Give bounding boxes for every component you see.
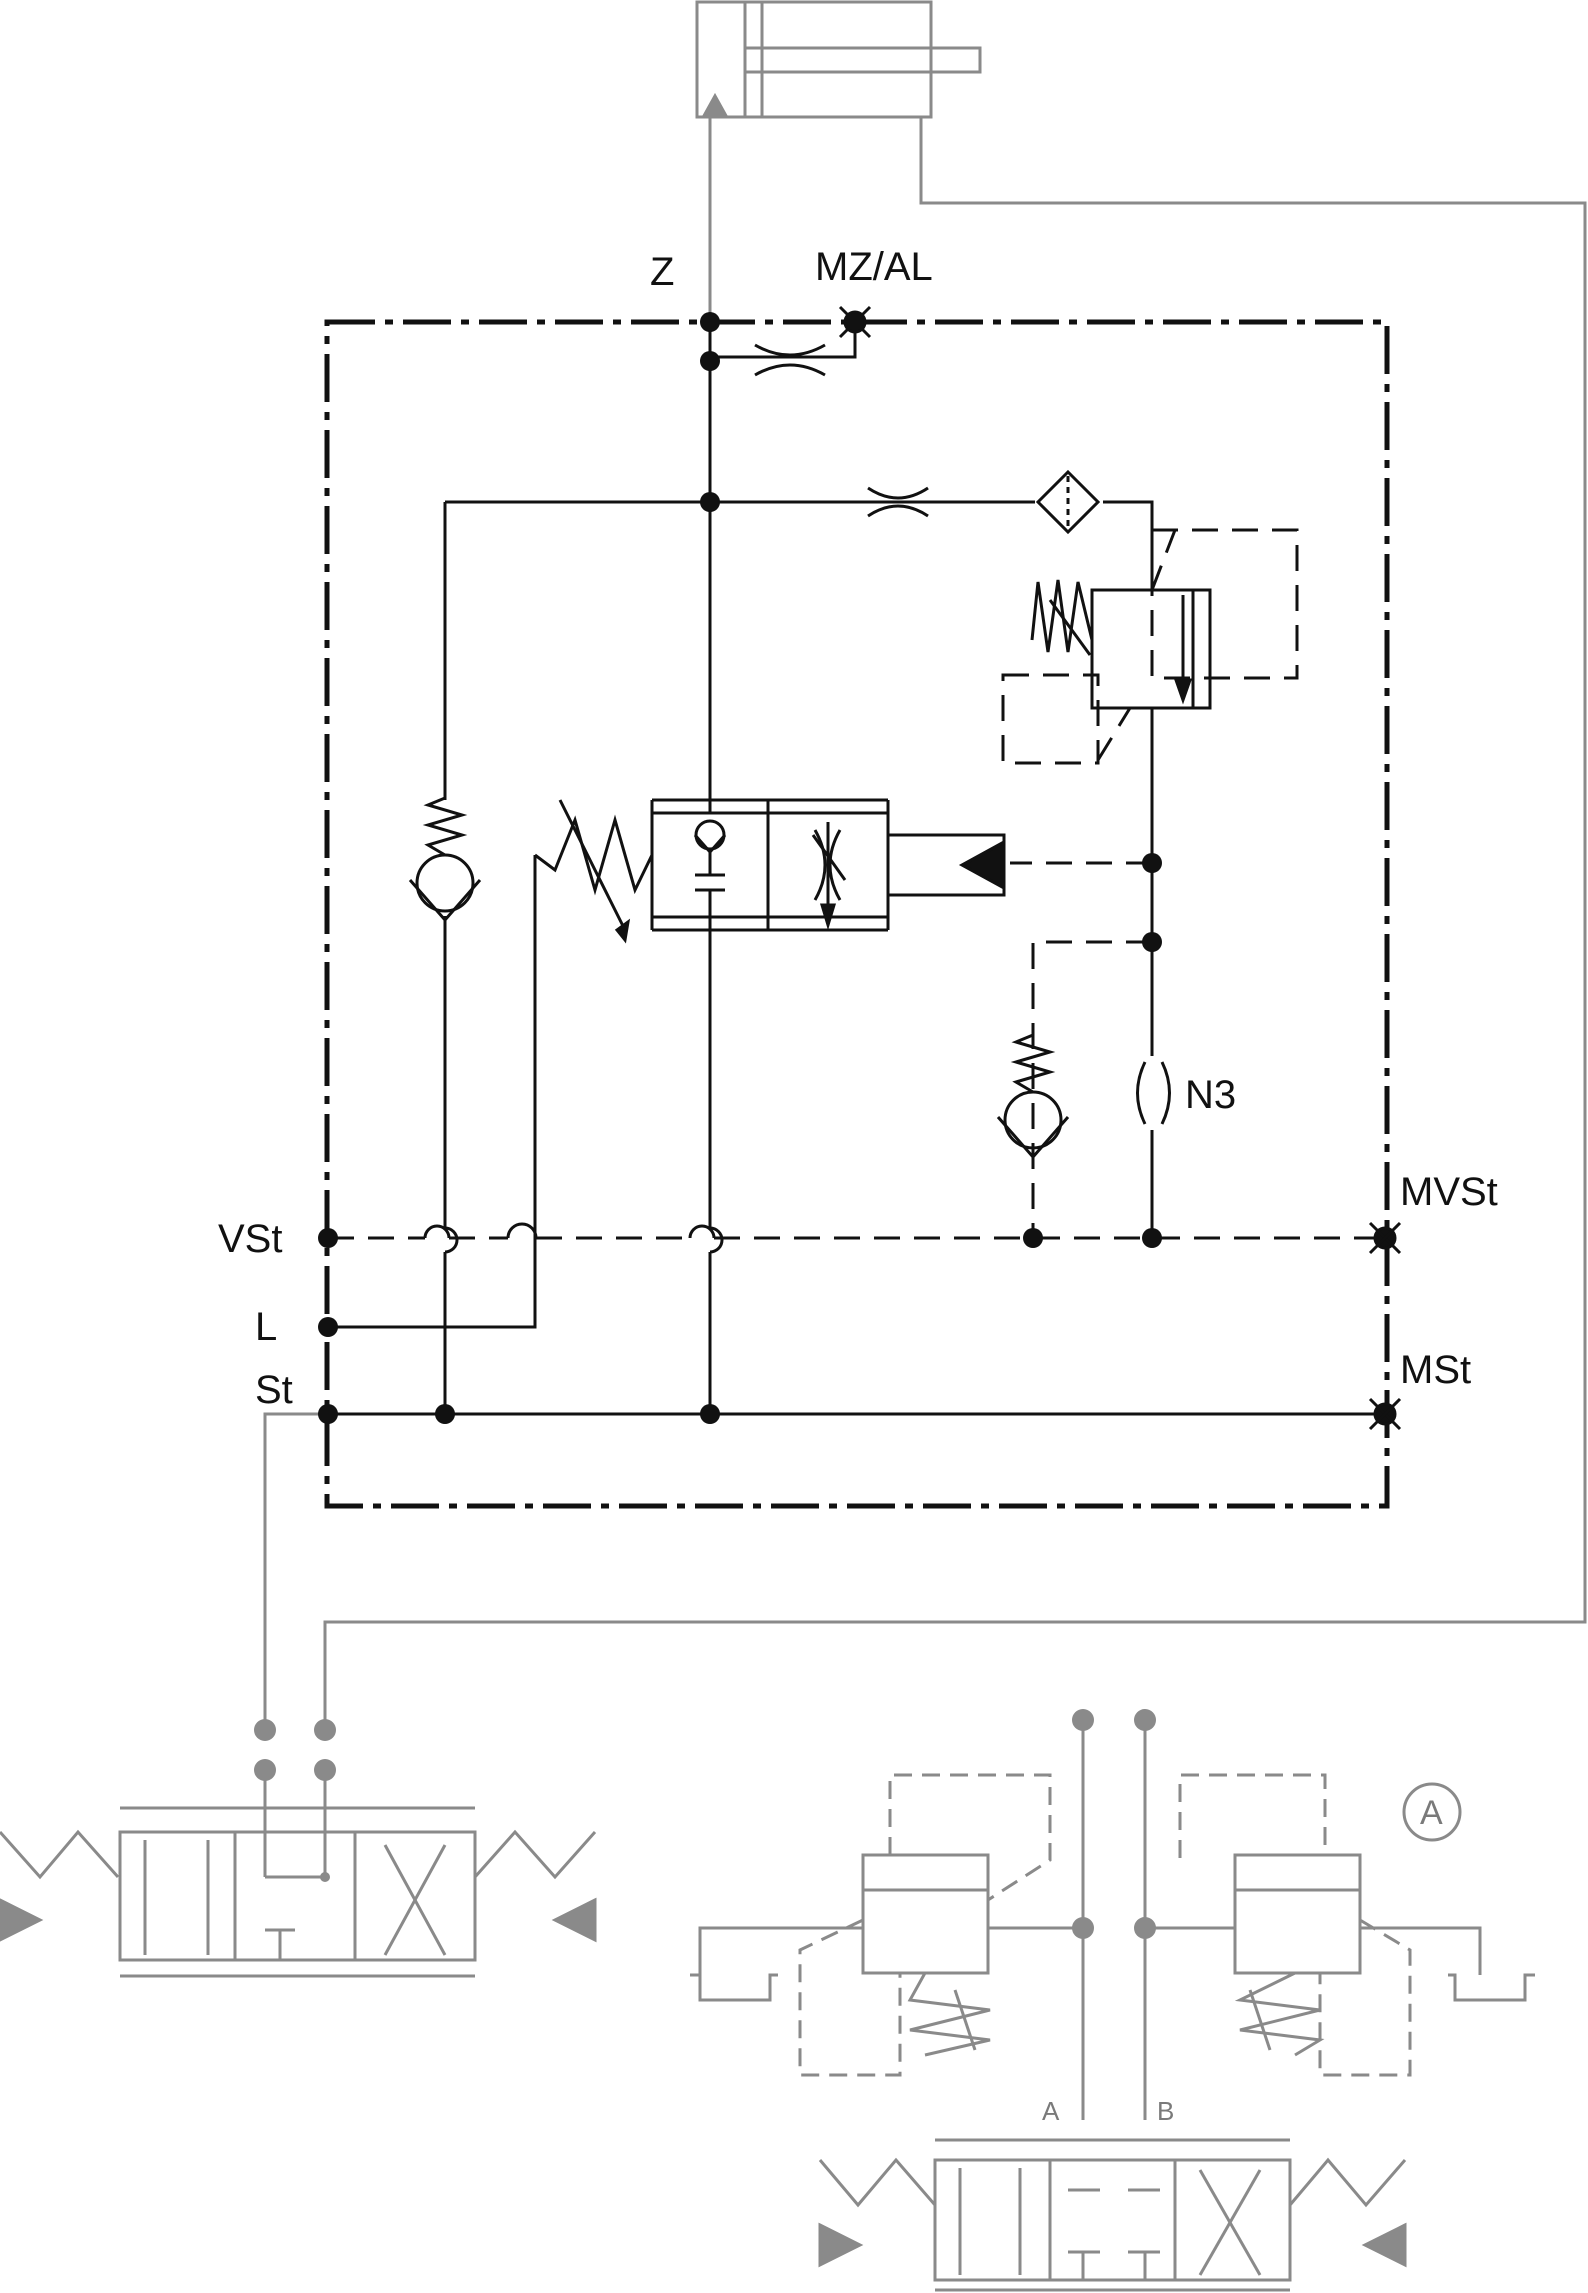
main-lines (328, 322, 1387, 1416)
label-port-a: A (1042, 2096, 1060, 2126)
label-port-b: B (1157, 2096, 1174, 2126)
valve-block-enclosure (324, 319, 1390, 1509)
main-valve (650, 798, 1006, 932)
orifice-pilot (867, 486, 929, 518)
label-n3: N3 (1185, 1073, 1236, 1117)
label-vst: VSt (218, 1217, 282, 1261)
label-z: Z (650, 250, 674, 294)
directional-valve-left-ports (254, 1719, 336, 1882)
external-lines (263, 117, 1587, 1730)
label-mvst: MVSt (1400, 1170, 1498, 1214)
junction-dots (318, 312, 1162, 1424)
label-mst: MSt (1400, 1348, 1471, 1392)
label-l: L (255, 1305, 277, 1349)
orifice-top (754, 343, 826, 377)
check-valve-right (996, 1033, 1070, 1160)
circuit-a-grey (690, 1720, 1535, 2292)
adjustable-spring (534, 799, 654, 944)
pilot-lines (328, 528, 1385, 1240)
filter-icon (1035, 469, 1101, 535)
check-valve-left (408, 796, 482, 923)
label-mz-al: MZ/AL (815, 245, 933, 289)
pressure-reducing-valve (1030, 579, 1212, 710)
measuring-ports (838, 305, 1402, 1431)
label-detail-a: A (1420, 1794, 1443, 1832)
circuit-a-grey-dots (1072, 1709, 1156, 1939)
label-st: St (255, 1368, 293, 1412)
orifice-n3 (1136, 1061, 1171, 1125)
hydraulic-cylinder (695, 0, 982, 119)
directional-valve-left (0, 1770, 597, 1978)
